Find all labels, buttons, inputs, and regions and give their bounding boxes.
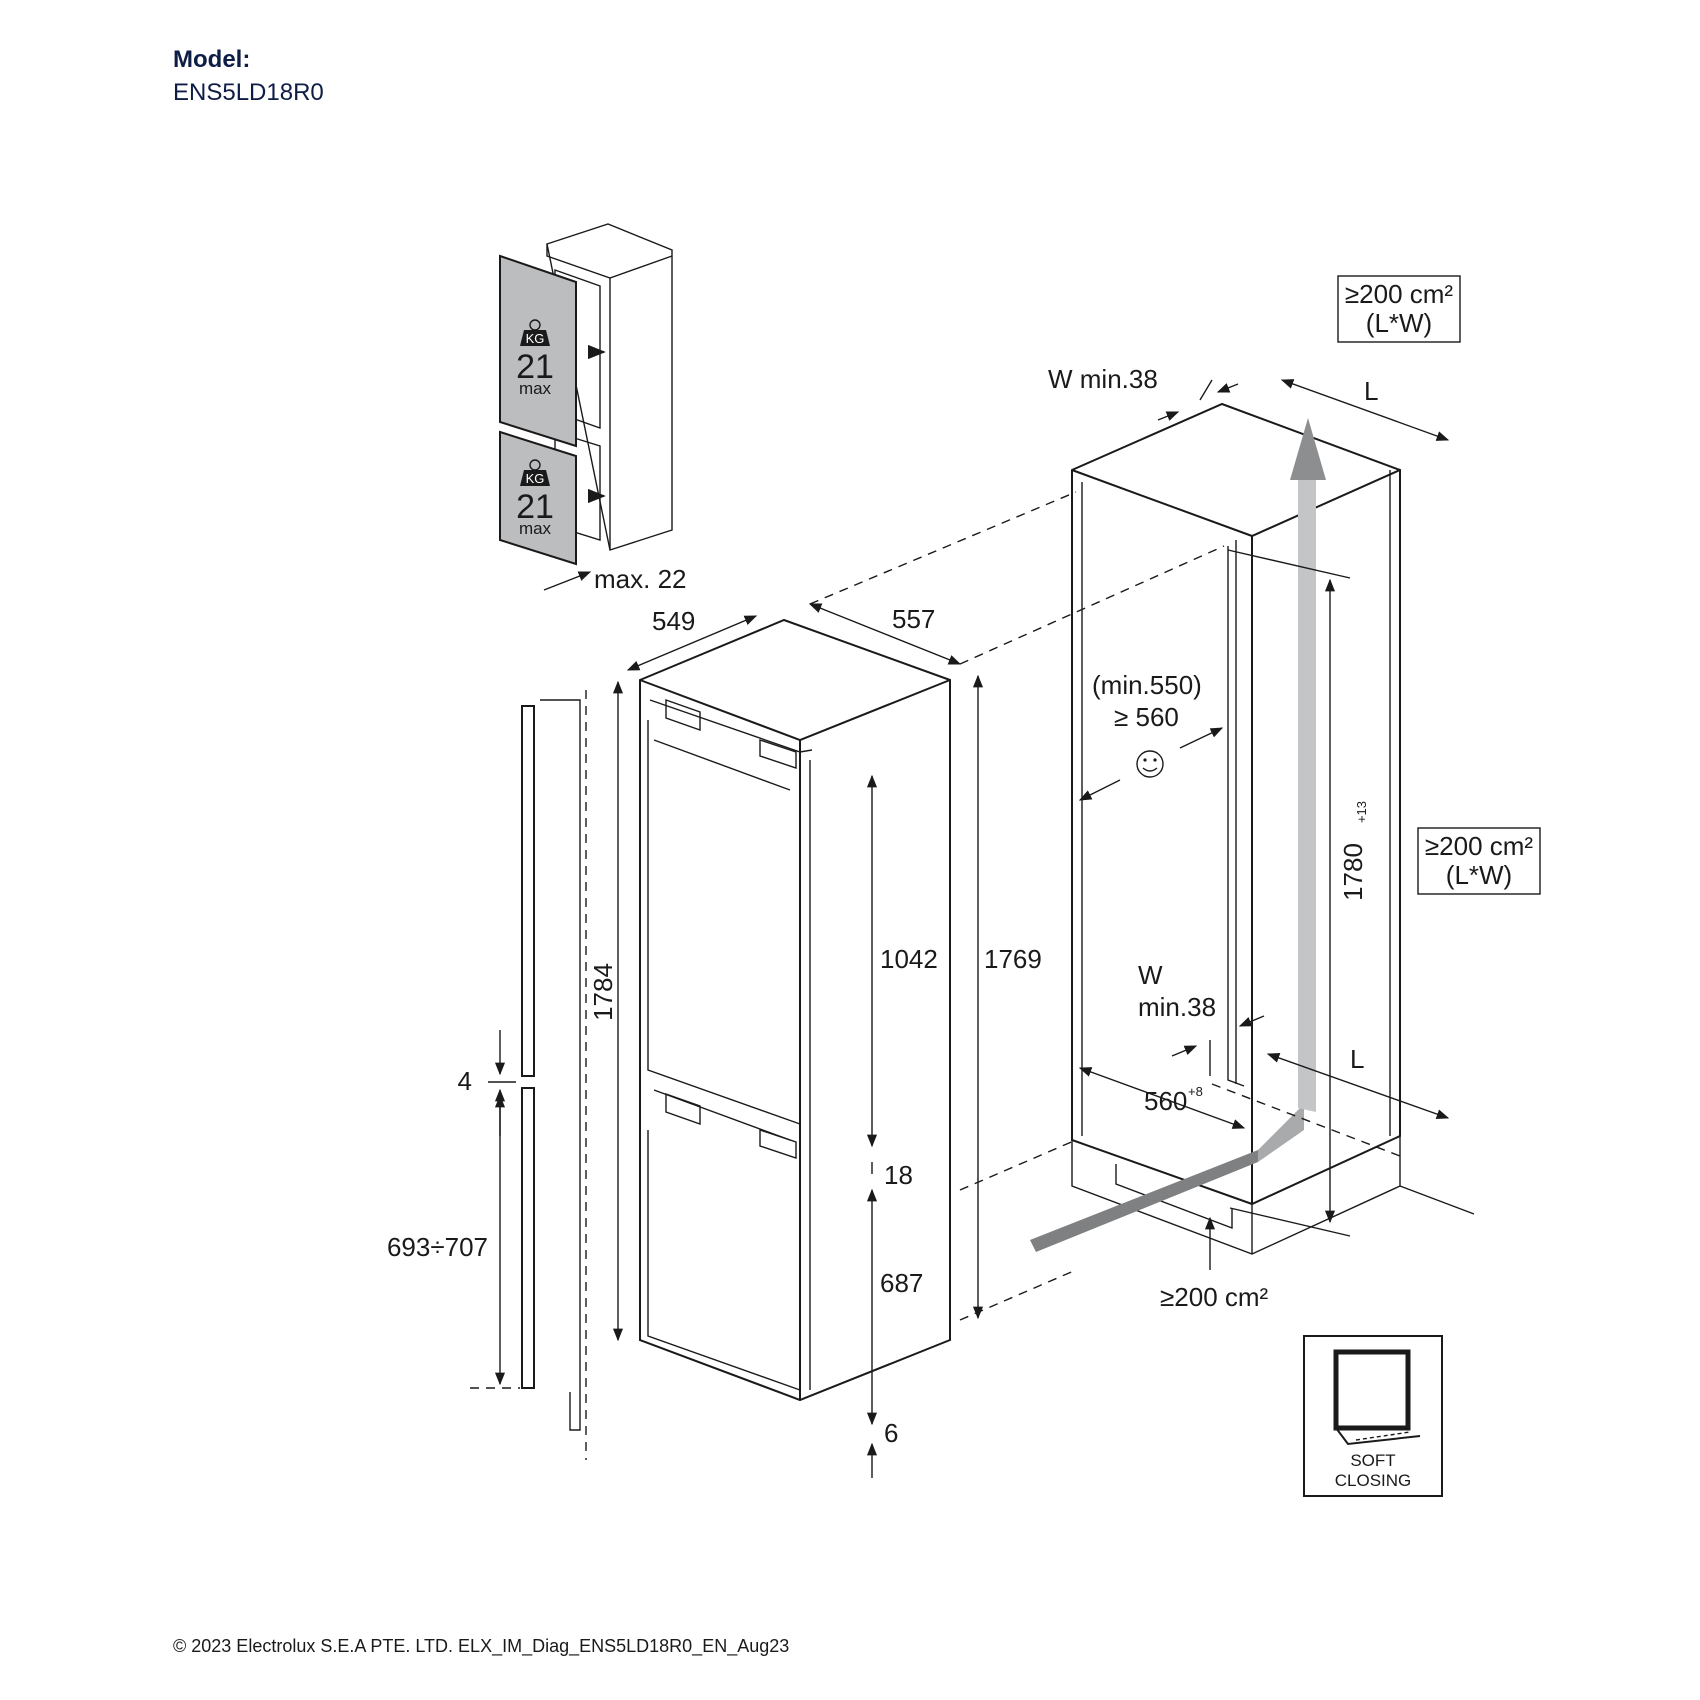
- vent-top-label: ≥200 cm²: [1345, 279, 1454, 309]
- appliance-body-height-label: 1769: [984, 944, 1042, 974]
- middle-gap-label: 18: [884, 1160, 913, 1190]
- depth-min-label: (min.550): [1092, 670, 1202, 700]
- vent-top-sub-label: (L*W): [1366, 308, 1432, 338]
- soft-closing-icon: [1333, 1349, 1421, 1446]
- soft-closing-line1: SOFT: [1350, 1451, 1395, 1470]
- weight-icon: [520, 319, 550, 346]
- panel-range-label: 693÷707: [387, 1232, 488, 1262]
- l-bottom-label: L: [1350, 1044, 1364, 1074]
- vent-side-sub-label: (L*W): [1446, 860, 1512, 890]
- door-weight-illustration: KG 21 max KG 21 max max. 22: [499, 223, 687, 594]
- smile-icon: [1136, 750, 1164, 778]
- vent-top-box: [1337, 275, 1461, 343]
- niche-width-tolerance: +8: [1188, 1084, 1203, 1099]
- model-code: ENS5LD18R0: [173, 79, 324, 106]
- soft-closing-badge: SOFT CLOSING: [1303, 1335, 1443, 1497]
- depth-recommended-label: ≥ 560: [1114, 702, 1179, 732]
- door-thickness-label: max. 22: [594, 564, 687, 594]
- w-min-top-label: W min.38: [1048, 364, 1158, 394]
- airflow-arrows: [1030, 418, 1326, 1252]
- niche-height-tolerance: +13: [1354, 801, 1369, 823]
- vent-bottom-label: ≥200 cm²: [1160, 1282, 1269, 1312]
- upper-door-panel: [499, 254, 577, 448]
- bottom-gap-label: 6: [884, 1418, 898, 1448]
- weight-icon: [520, 459, 550, 486]
- weight-unit-lower: max: [519, 519, 552, 538]
- fridge-section-label: 1042: [880, 944, 938, 974]
- niche-width-label: 560: [1144, 1086, 1187, 1116]
- appliance-depth-label: 549: [652, 606, 695, 636]
- vent-side-box: [1417, 827, 1541, 895]
- l-top-label: L: [1364, 376, 1378, 406]
- niche-illustration: [1071, 402, 1475, 1255]
- weight-value-upper: 21: [516, 348, 554, 386]
- appliance-illustration: [639, 618, 951, 1402]
- lower-door-panel: [499, 430, 577, 566]
- niche-dimensions: ≥200 cm² (L*W) W min.38 L (min.550) ≥ 56…: [1048, 275, 1541, 1312]
- weight-badge-lower: KG: [526, 471, 545, 486]
- appliance-dimensions: 549 557 1784 1769 1042 18 687 6: [588, 603, 1042, 1478]
- weight-badge: KG: [526, 331, 545, 346]
- freezer-section-label: 687: [880, 1268, 923, 1298]
- w-label: W: [1138, 960, 1163, 990]
- soft-closing-line2: CLOSING: [1335, 1471, 1412, 1490]
- door-panel-elevation: 4 693÷707: [387, 690, 587, 1460]
- appliance-total-height-label: 1784: [588, 963, 618, 1021]
- vent-side-label: ≥200 cm²: [1425, 831, 1534, 861]
- model-label: Model:: [173, 46, 251, 73]
- copyright-footer: © 2023 Electrolux S.E.A PTE. LTD. ELX_IM…: [173, 1636, 790, 1656]
- projection-lines: [809, 491, 1225, 1321]
- appliance-width-label: 557: [892, 604, 935, 634]
- w-min-bottom-label: min.38: [1138, 992, 1216, 1022]
- niche-height-label: 1780: [1338, 843, 1368, 901]
- weight-unit-upper: max: [519, 379, 552, 398]
- panel-gap-label: 4: [458, 1066, 472, 1096]
- weight-value-lower: 21: [516, 488, 554, 526]
